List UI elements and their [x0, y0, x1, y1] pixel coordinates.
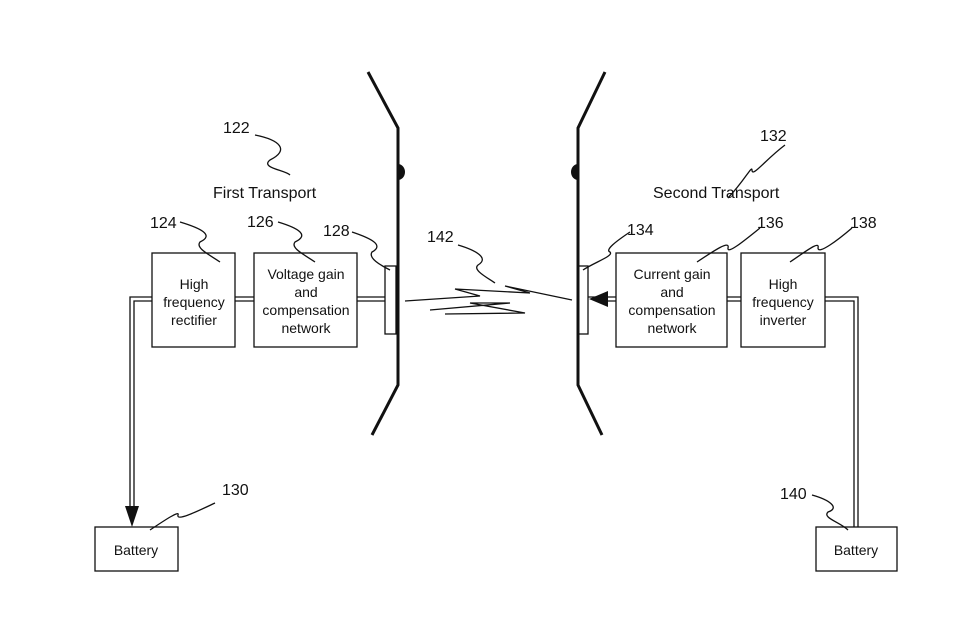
arrow-to-coil-134	[589, 291, 608, 307]
ref-136: 136	[757, 215, 784, 232]
inverter-line: inverter	[760, 312, 807, 328]
handle-bump-right	[571, 164, 578, 180]
current-line: network	[647, 320, 697, 336]
leader-130	[149, 502, 216, 531]
ref-130: 130	[222, 482, 249, 499]
rectifier-box	[151, 252, 236, 348]
first-transport-title: First Transport	[213, 185, 317, 202]
current-gain-box	[615, 252, 728, 348]
inverter-line: frequency	[752, 294, 813, 310]
ref-142: 142	[427, 229, 454, 246]
voltage-line: network	[281, 320, 331, 336]
wire-right-battery	[825, 296, 859, 527]
leader-142	[457, 244, 496, 284]
second-transport-title: Second Transport	[653, 185, 780, 202]
ref-132: 132	[760, 128, 787, 145]
current-line: and	[660, 284, 683, 300]
rectifier-line: rectifier	[171, 312, 217, 328]
battery-left-box	[94, 526, 179, 572]
ref-126: 126	[247, 214, 274, 231]
ref-140: 140	[780, 486, 807, 503]
wireless-link-142	[404, 285, 573, 302]
arrow-to-battery-left	[125, 506, 139, 527]
leader-132	[727, 144, 786, 199]
leader-122	[254, 134, 291, 176]
handle-bump-left	[398, 164, 405, 180]
rectifier-line: frequency	[163, 294, 224, 310]
leader-140	[811, 494, 849, 531]
inverter-box	[740, 252, 826, 348]
rectifier-line: High	[180, 276, 209, 292]
leader-138	[789, 227, 853, 263]
battery-right-box	[815, 526, 898, 572]
voltage-line: and	[294, 284, 317, 300]
inverter-line: High	[769, 276, 798, 292]
current-line: Current gain	[633, 266, 710, 282]
ref-138: 138	[850, 215, 877, 232]
second-transport-outline	[576, 71, 607, 436]
ref-128: 128	[323, 223, 350, 240]
leader-134	[582, 231, 631, 271]
leader-136	[696, 227, 761, 263]
voltage-gain-box	[253, 252, 358, 348]
ref-134: 134	[627, 222, 654, 239]
coil-128	[384, 265, 397, 335]
current-line: compensation	[628, 302, 715, 318]
coil-134	[577, 265, 589, 335]
ref-124: 124	[150, 215, 177, 232]
leader-128	[351, 231, 391, 271]
voltage-line: Voltage gain	[267, 266, 344, 282]
ref-122: 122	[223, 120, 250, 137]
first-transport-outline	[366, 71, 400, 436]
battery-right-label: Battery	[834, 542, 878, 558]
leader-126	[277, 221, 316, 263]
battery-left-label: Battery	[114, 542, 158, 558]
voltage-line: compensation	[262, 302, 349, 318]
leader-124	[179, 221, 221, 263]
wireless-link-142b	[429, 302, 526, 315]
wire-left-battery	[129, 296, 152, 510]
